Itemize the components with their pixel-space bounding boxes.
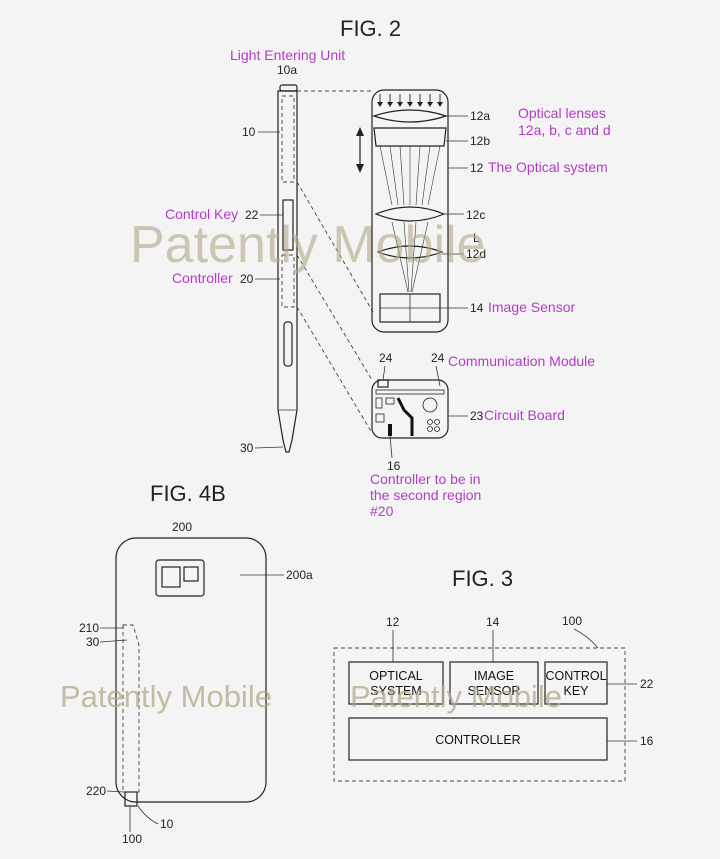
lens-12a: [372, 109, 448, 123]
light-entering-unit-label: Light Entering Unit: [230, 47, 345, 63]
leader-30-fig4b: [99, 639, 128, 643]
ref-16-fig3: 16: [640, 734, 654, 748]
ref-10-fig4b: 10: [160, 817, 174, 831]
communication-module-label: Communication Module: [448, 353, 595, 369]
controller-chip: [388, 424, 392, 436]
leader-16: [389, 435, 393, 459]
leader-30: [254, 446, 284, 449]
control-key-text-1: CONTROL: [545, 669, 606, 683]
ref-24-left: 24: [379, 351, 393, 365]
watermark-right: Patently Mobile: [350, 679, 562, 714]
controller-note-line-2: the second region: [370, 487, 481, 503]
pen-tip-cap: [279, 84, 298, 92]
ref-100-fig3: 100: [562, 614, 582, 628]
optical-system-block: [348, 661, 444, 705]
board-trace: [396, 397, 414, 436]
pen-control-key: [282, 199, 294, 251]
optical-system-label: The Optical system: [488, 159, 608, 175]
leader-10-fig4b: [137, 805, 159, 825]
image-sensor-label: Image Sensor: [488, 299, 575, 315]
controller-block: [348, 717, 608, 761]
ref-200: 200: [172, 520, 192, 534]
ref-210: 210: [79, 621, 99, 635]
projection-line: [296, 306, 373, 434]
controller-label: Controller: [172, 270, 233, 286]
ref-L: L: [473, 231, 480, 245]
ref-12c: 12c: [466, 208, 485, 222]
circuit-board-label: Circuit Board: [484, 407, 565, 423]
optical-system-detail: [371, 89, 449, 333]
pen-first-region: [281, 95, 295, 183]
optical-system-text-2: SYSTEM: [370, 684, 421, 698]
board-components: [375, 389, 445, 432]
communication-module-block: [377, 379, 389, 388]
image-sensor-text-2: SENSOR: [468, 684, 521, 698]
ref-100-fig4b: 100: [122, 832, 142, 846]
ref-24-right: 24: [431, 351, 445, 365]
watermark-left: Patently Mobile: [60, 679, 272, 714]
ref-12b: 12b: [470, 134, 490, 148]
lens-12d: [376, 245, 444, 259]
device-boundary-100: [333, 647, 626, 782]
ref-16: 16: [387, 459, 401, 473]
camera-flash: [183, 566, 199, 582]
leader-24-right: [435, 365, 441, 387]
fig3-title: FIG. 3: [452, 566, 513, 591]
optical-lenses-label: Optical lenses: [518, 105, 606, 121]
leader-24-left: [382, 365, 386, 381]
lens-12b: [373, 127, 447, 147]
phone-rear-drawing: [115, 537, 267, 807]
ref-12d: 12d: [466, 247, 486, 261]
ref-10: 10: [242, 125, 256, 139]
ref-22: 22: [245, 208, 259, 222]
image-sensor-text-1: IMAGE: [474, 669, 514, 683]
stylus-slot: [122, 624, 140, 793]
lens-movement-arrow: [356, 127, 364, 173]
ref-30-fig4b: 30: [86, 635, 100, 649]
ref-220: 220: [86, 784, 106, 798]
controller-note-line-1: Controller to be in: [370, 471, 481, 487]
ref-12a: 12a: [470, 109, 490, 123]
ref-14-fig3: 14: [486, 615, 500, 629]
controller-text: CONTROLLER: [435, 733, 520, 747]
ref-12-fig3: 12: [386, 615, 400, 629]
ref-30: 30: [240, 441, 254, 455]
circuit-board-detail: [371, 379, 449, 439]
control-key-block: [544, 661, 608, 705]
watermark-large: Patently Mobile: [130, 216, 486, 274]
ref-14: 14: [470, 301, 484, 315]
stylus-end: [124, 791, 138, 807]
optical-lenses-label-2: 12a, b, c and d: [518, 122, 611, 138]
ref-22-fig3: 22: [640, 677, 654, 691]
controller-note-line-3: #20: [370, 503, 394, 519]
pen-side-button: [283, 321, 293, 367]
leader-100-fig3: [573, 628, 599, 649]
circuit-housing: [371, 379, 449, 439]
ref-12: 12: [470, 161, 484, 175]
image-sensor-block-fig3: [449, 661, 539, 705]
fig2-title: FIG. 2: [340, 16, 401, 41]
leader-220: [106, 790, 125, 793]
arrow-heads: [377, 102, 443, 107]
fig4b-title: FIG. 4B: [150, 481, 226, 506]
control-key-label: Control Key: [165, 206, 238, 222]
pen-second-region: [281, 254, 295, 308]
optical-housing: [371, 89, 449, 333]
stylus-pen-drawing: [277, 84, 298, 453]
camera-lens: [161, 566, 181, 588]
optical-system-text-1: OPTICAL: [369, 669, 423, 683]
ref-23: 23: [470, 409, 484, 423]
phone-body: [115, 537, 267, 803]
ref-10a: 10a: [277, 63, 297, 77]
control-key-text-2: KEY: [563, 684, 589, 698]
pen-body: [277, 90, 298, 453]
ref-20: 20: [240, 272, 254, 286]
projection-line: [296, 254, 373, 381]
camera-module: [155, 559, 205, 597]
ref-200a: 200a: [286, 568, 313, 582]
